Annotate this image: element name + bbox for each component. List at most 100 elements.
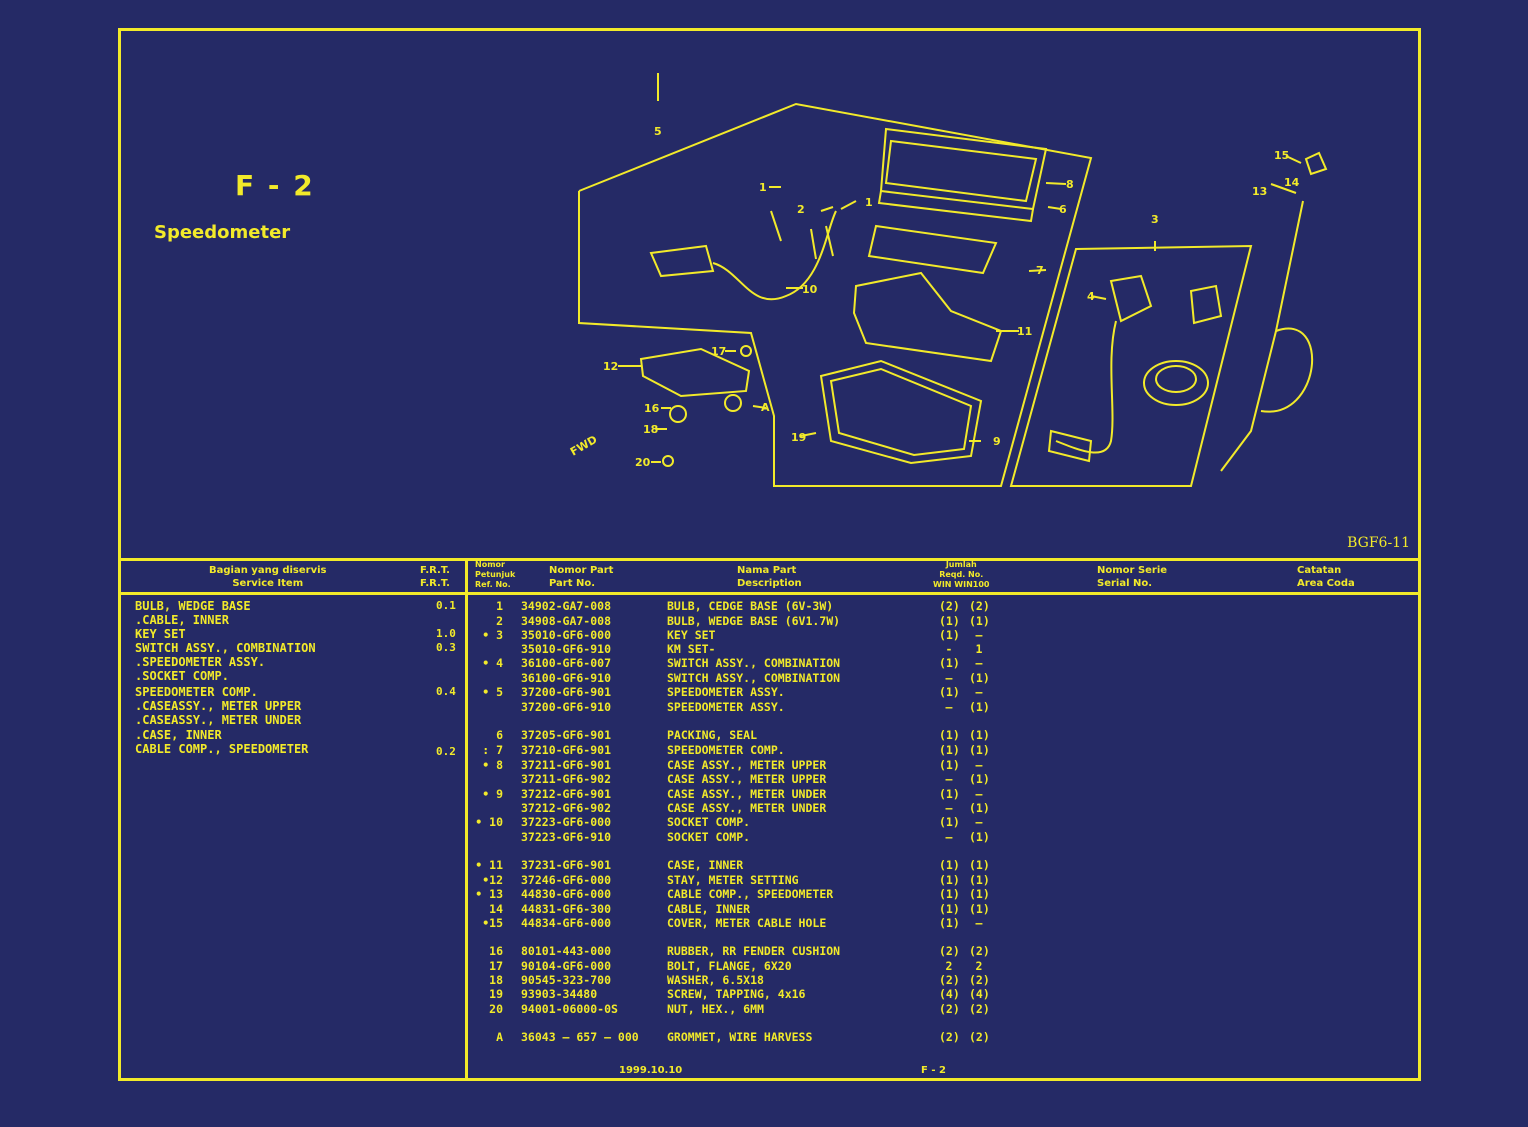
part-description: NUT, HEX., 6MM bbox=[667, 1002, 764, 1016]
part-number: 90545-323-700 bbox=[521, 973, 612, 987]
group-outline-5 bbox=[578, 102, 1093, 487]
callout-18: 18 bbox=[643, 423, 658, 436]
part-number: 36100-GF6-007 bbox=[521, 656, 612, 670]
header-notes: Catatan Area Coda bbox=[1297, 565, 1355, 589]
frt-value: 0.3 bbox=[436, 641, 456, 654]
ref-number: 14 bbox=[489, 902, 503, 916]
part-number: 93903-34480 bbox=[521, 987, 598, 1001]
qty-win100: (2) bbox=[969, 973, 990, 987]
qty-win: (1) bbox=[939, 656, 960, 670]
qty-win: (1) bbox=[939, 614, 960, 628]
ref-number: • 4 bbox=[482, 656, 503, 670]
ref-number: 6 bbox=[496, 728, 503, 742]
qty-win: (1) bbox=[939, 728, 960, 742]
ref-number: • 11 bbox=[475, 858, 503, 872]
callout-A: A bbox=[761, 401, 770, 414]
callout-1b: 1 bbox=[865, 196, 873, 209]
header-description: Nama Part Description bbox=[737, 565, 802, 589]
callout-11: 11 bbox=[1017, 325, 1032, 338]
header-bottom-rule bbox=[121, 592, 1418, 595]
frt-value: 1.0 bbox=[436, 627, 456, 640]
qty-win: (1) bbox=[939, 685, 960, 699]
header-ref: Nomor Petunjuk Ref. No. bbox=[475, 560, 516, 589]
qty-win: — bbox=[945, 830, 953, 844]
part-number: 80101-443-000 bbox=[521, 944, 612, 958]
ref-number: 16 bbox=[489, 944, 503, 958]
diagram-callouts: 1 1 2 3 4 5 6 7 8 9 10 11 12 13 14 15 16… bbox=[568, 125, 1300, 469]
part-description: SOCKET COMP. bbox=[667, 815, 751, 829]
ref-number: A bbox=[496, 1030, 503, 1044]
ref-number: • 8 bbox=[482, 758, 503, 772]
qty-win: — bbox=[945, 772, 953, 786]
qty-win: (2) bbox=[939, 973, 960, 987]
part-number: 36043 — 657 — 000 bbox=[521, 1030, 639, 1044]
ref-number: •12 bbox=[482, 873, 503, 887]
qty-win100: (1) bbox=[969, 830, 990, 844]
page-title: Speedometer bbox=[154, 222, 291, 243]
callout-8: 8 bbox=[1066, 178, 1074, 191]
qty-win100: (2) bbox=[969, 944, 990, 958]
fwd-arrow-label: FWD bbox=[568, 433, 599, 459]
part-number: 44834-GF6-000 bbox=[521, 916, 612, 930]
part-number: 34902-GA7-008 bbox=[521, 599, 612, 613]
part-number: 37211-GF6-901 bbox=[521, 758, 612, 772]
qty-win100: (1) bbox=[969, 902, 990, 916]
qty-win100: (1) bbox=[969, 772, 990, 786]
service-item: SWITCH ASSY., COMBINATION bbox=[135, 641, 316, 655]
part-number: 37223-GF6-000 bbox=[521, 815, 612, 829]
part-number: 37210-GF6-901 bbox=[521, 743, 612, 757]
part-number: 37231-GF6-901 bbox=[521, 858, 612, 872]
ref-number: • 10 bbox=[475, 815, 503, 829]
qty-win: (1) bbox=[939, 787, 960, 801]
part-description: STAY, METER SETTING bbox=[667, 873, 799, 887]
qty-win: (1) bbox=[939, 902, 960, 916]
qty-win100: (1) bbox=[969, 614, 990, 628]
part-description: SWITCH ASSY., COMBINATION bbox=[667, 671, 841, 685]
header-part-no: Nomor Part Part No. bbox=[549, 565, 614, 589]
part-description: CABLE, INNER bbox=[667, 902, 751, 916]
ref-number: 2 bbox=[496, 614, 503, 628]
qty-win100: (1) bbox=[969, 700, 990, 714]
part-description: CASE ASSY., METER UNDER bbox=[667, 801, 827, 815]
ref-number: • 9 bbox=[482, 787, 503, 801]
ref-number: • 13 bbox=[475, 887, 503, 901]
qty-win: (1) bbox=[939, 628, 960, 642]
qty-win: — bbox=[945, 801, 953, 815]
under-case bbox=[819, 359, 983, 465]
qty-win100: (1) bbox=[969, 858, 990, 872]
part-description: SPEEDOMETER ASSY. bbox=[667, 700, 785, 714]
service-item: SPEEDOMETER COMP. bbox=[135, 685, 258, 699]
qty-win: — bbox=[945, 700, 953, 714]
qty-win100: — bbox=[975, 656, 983, 670]
qty-win: (1) bbox=[939, 743, 960, 757]
callout-5: 5 bbox=[654, 125, 662, 138]
qty-win100: — bbox=[975, 758, 983, 772]
qty-win100: — bbox=[975, 916, 983, 930]
part-description: SWITCH ASSY., COMBINATION bbox=[667, 656, 841, 670]
qty-win100: (1) bbox=[969, 801, 990, 815]
part-number: 37212-GF6-901 bbox=[521, 787, 612, 801]
part-number: 37205-GF6-901 bbox=[521, 728, 612, 742]
parts-sheet: F - 2 Speedometer bbox=[118, 28, 1421, 1081]
callout-3: 3 bbox=[1151, 213, 1159, 226]
part-description: BOLT, FLANGE, 6X20 bbox=[667, 959, 792, 973]
part-number: 37200-GF6-910 bbox=[521, 700, 612, 714]
socket-harness bbox=[649, 244, 715, 278]
ref-number: 17 bbox=[489, 959, 503, 973]
qty-win100: — bbox=[975, 628, 983, 642]
part-description: CASE ASSY., METER UPPER bbox=[667, 772, 827, 786]
qty-win: (1) bbox=[939, 815, 960, 829]
callout-20: 20 bbox=[635, 456, 651, 469]
part-description: COVER, METER CABLE HOLE bbox=[667, 916, 827, 930]
part-number: 90104-GF6-000 bbox=[521, 959, 612, 973]
qty-win: (2) bbox=[939, 1002, 960, 1016]
part-number: 37211-GF6-902 bbox=[521, 772, 612, 786]
part-description: CASE, INNER bbox=[667, 858, 744, 872]
part-description: SPEEDOMETER COMP. bbox=[667, 743, 785, 757]
part-description: GROMMET, WIRE HARVESS bbox=[667, 1030, 813, 1044]
qty-win: - bbox=[945, 642, 953, 656]
callout-6: 6 bbox=[1059, 203, 1067, 216]
qty-win100: (1) bbox=[969, 873, 990, 887]
header-service: Bagian yang diservis Service Item bbox=[209, 565, 327, 589]
part-description: BULB, CEDGE BASE (6V-3W) bbox=[667, 599, 834, 613]
